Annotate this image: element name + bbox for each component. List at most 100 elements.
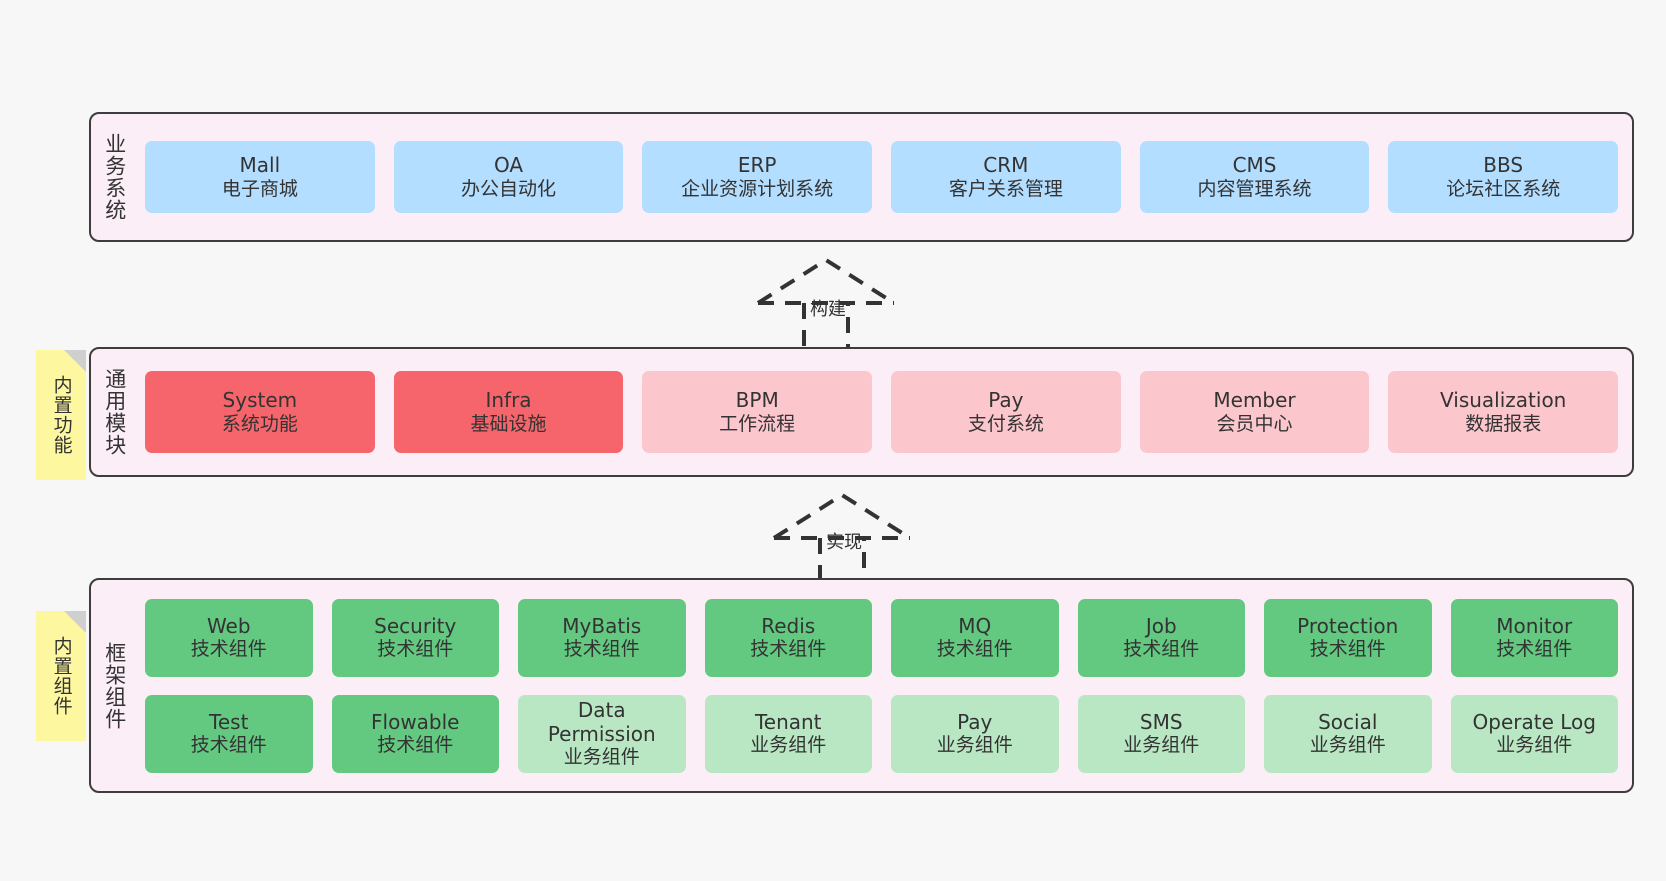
- component-name: Security: [374, 613, 457, 638]
- layer-body-framework-component: Web 技术组件 Security 技术组件 MyBatis 技术组件 Redi…: [137, 580, 1632, 791]
- component-card-redis[interactable]: Redis 技术组件: [704, 598, 872, 677]
- module-desc: 办公自动化: [461, 177, 557, 200]
- connector-label-implement: 实现: [826, 532, 862, 553]
- module-name: CMS: [1232, 153, 1277, 178]
- module-card-infra[interactable]: Infra 基础设施: [393, 371, 624, 453]
- module-desc: 企业资源计划系统: [681, 177, 834, 200]
- component-name: Monitor: [1496, 613, 1573, 638]
- component-name: MyBatis: [562, 613, 642, 638]
- layer-framework-component: 框架组件 Web 技术组件 Security 技术组件 MyBatis 技术组件…: [89, 578, 1634, 793]
- module-name: OA: [493, 153, 524, 178]
- component-desc: 技术组件: [190, 638, 267, 661]
- component-card-protection[interactable]: Protection 技术组件: [1264, 598, 1432, 677]
- module-card-bbs[interactable]: BBS 论坛社区系统: [1388, 141, 1619, 213]
- component-card-security[interactable]: Security 技术组件: [331, 598, 499, 677]
- layer-row: Mall 电子商城 OA 办公自动化 ERP 企业资源计划系统 CRM 客户关系…: [145, 141, 1619, 213]
- module-desc: 工作流程: [719, 412, 796, 435]
- module-name: Infra: [485, 388, 532, 413]
- module-desc: 系统功能: [221, 412, 298, 435]
- connector-label-build: 构建: [810, 299, 846, 320]
- module-desc: 数据报表: [1465, 412, 1542, 435]
- layer-business-system: 业务系统 Mall 电子商城 OA 办公自动化 ERP 企业资源计划系统 CRM…: [89, 112, 1634, 242]
- component-name: Protection: [1297, 613, 1399, 638]
- sticky-note-builtin-function: 内置功能: [36, 350, 86, 480]
- layer-title-common-module: 通用模块: [102, 368, 127, 456]
- component-name: Operate Log: [1472, 709, 1596, 734]
- layer-row: Test 技术组件 Flowable 技术组件 Data Permission …: [145, 694, 1618, 773]
- component-desc: 技术组件: [377, 734, 454, 757]
- component-card-data-permission[interactable]: Data Permission 业务组件: [518, 694, 686, 773]
- component-desc: 技术组件: [1309, 638, 1386, 661]
- sticky-note-builtin-component: 内置组件: [36, 611, 86, 741]
- module-card-member[interactable]: Member 会员中心: [1139, 371, 1370, 453]
- component-card-mybatis[interactable]: MyBatis 技术组件: [518, 598, 686, 677]
- component-name: Web: [206, 613, 251, 638]
- module-card-cms[interactable]: CMS 内容管理系统: [1139, 141, 1370, 213]
- component-card-pay[interactable]: Pay 业务组件: [891, 694, 1059, 773]
- component-desc: 技术组件: [563, 638, 640, 661]
- module-name: Member: [1213, 388, 1296, 413]
- component-card-monitor[interactable]: Monitor 技术组件: [1450, 598, 1618, 677]
- module-card-crm[interactable]: CRM 客户关系管理: [891, 141, 1121, 213]
- sticky-note-label: 内置功能: [50, 375, 73, 455]
- component-card-test[interactable]: Test 技术组件: [145, 694, 313, 773]
- component-desc: 业务组件: [563, 746, 640, 769]
- module-name: BBS: [1483, 153, 1524, 178]
- layer-title-business-system: 业务系统: [102, 133, 127, 221]
- component-name: MQ: [958, 613, 992, 638]
- component-name: Redis: [761, 613, 816, 638]
- module-card-system[interactable]: System 系统功能: [145, 371, 375, 453]
- component-card-job[interactable]: Job 技术组件: [1077, 598, 1245, 677]
- component-card-web[interactable]: Web 技术组件: [145, 598, 313, 677]
- sticky-note-label: 内置组件: [50, 636, 73, 716]
- module-desc: 支付系统: [967, 412, 1044, 435]
- component-name: Test: [209, 709, 249, 734]
- layer-title-framework-component: 框架组件: [102, 641, 127, 730]
- module-desc: 电子商城: [221, 177, 298, 200]
- component-card-mq[interactable]: MQ 技术组件: [891, 598, 1059, 677]
- component-desc: 业务组件: [936, 734, 1013, 757]
- module-card-visualization[interactable]: Visualization 数据报表: [1388, 371, 1619, 453]
- folded-corner-icon: [64, 611, 86, 633]
- component-desc: 技术组件: [1496, 638, 1573, 661]
- component-desc: 业务组件: [1123, 734, 1200, 757]
- module-card-oa[interactable]: OA 办公自动化: [393, 141, 624, 213]
- component-desc: 技术组件: [1123, 638, 1200, 661]
- module-card-bpm[interactable]: BPM 工作流程: [642, 371, 873, 453]
- module-name: Visualization: [1440, 388, 1567, 413]
- component-desc: 业务组件: [1496, 734, 1573, 757]
- component-card-sms[interactable]: SMS 业务组件: [1077, 694, 1245, 773]
- component-card-social[interactable]: Social 业务组件: [1264, 694, 1432, 773]
- module-desc: 论坛社区系统: [1446, 177, 1561, 200]
- component-name: Social: [1318, 709, 1378, 734]
- layer-body-business-system: Mall 电子商城 OA 办公自动化 ERP 企业资源计划系统 CRM 客户关系…: [137, 114, 1632, 240]
- module-desc: 会员中心: [1216, 412, 1293, 435]
- module-name: ERP: [737, 153, 777, 178]
- layer-common-module: 通用模块 System 系统功能 Infra 基础设施 BPM 工作流程 Pay…: [89, 347, 1634, 477]
- component-name: Tenant: [754, 709, 822, 734]
- module-card-mall[interactable]: Mall 电子商城: [145, 141, 375, 213]
- module-name: Pay: [988, 388, 1024, 413]
- module-name: CRM: [983, 153, 1029, 178]
- layer-body-common-module: System 系统功能 Infra 基础设施 BPM 工作流程 Pay 支付系统…: [137, 349, 1632, 475]
- module-name: BPM: [735, 388, 779, 413]
- component-card-operate-log[interactable]: Operate Log 业务组件: [1450, 694, 1618, 773]
- module-name: Mall: [239, 153, 281, 178]
- component-name: Flowable: [371, 709, 460, 734]
- component-desc: 技术组件: [190, 734, 267, 757]
- module-desc: 客户关系管理: [948, 177, 1063, 200]
- component-card-tenant[interactable]: Tenant 业务组件: [704, 694, 872, 773]
- module-card-pay[interactable]: Pay 支付系统: [891, 371, 1121, 453]
- module-name: System: [222, 388, 298, 413]
- folded-corner-icon: [64, 350, 86, 372]
- component-desc: 技术组件: [936, 638, 1013, 661]
- module-desc: 内容管理系统: [1197, 177, 1312, 200]
- component-name: SMS: [1139, 709, 1183, 734]
- component-card-flowable[interactable]: Flowable 技术组件: [331, 694, 499, 773]
- component-desc: 业务组件: [1309, 734, 1386, 757]
- layer-row: Web 技术组件 Security 技术组件 MyBatis 技术组件 Redi…: [145, 598, 1618, 677]
- component-desc: 业务组件: [750, 734, 827, 757]
- module-card-erp[interactable]: ERP 企业资源计划系统: [642, 141, 873, 213]
- component-name: Data Permission: [547, 697, 656, 746]
